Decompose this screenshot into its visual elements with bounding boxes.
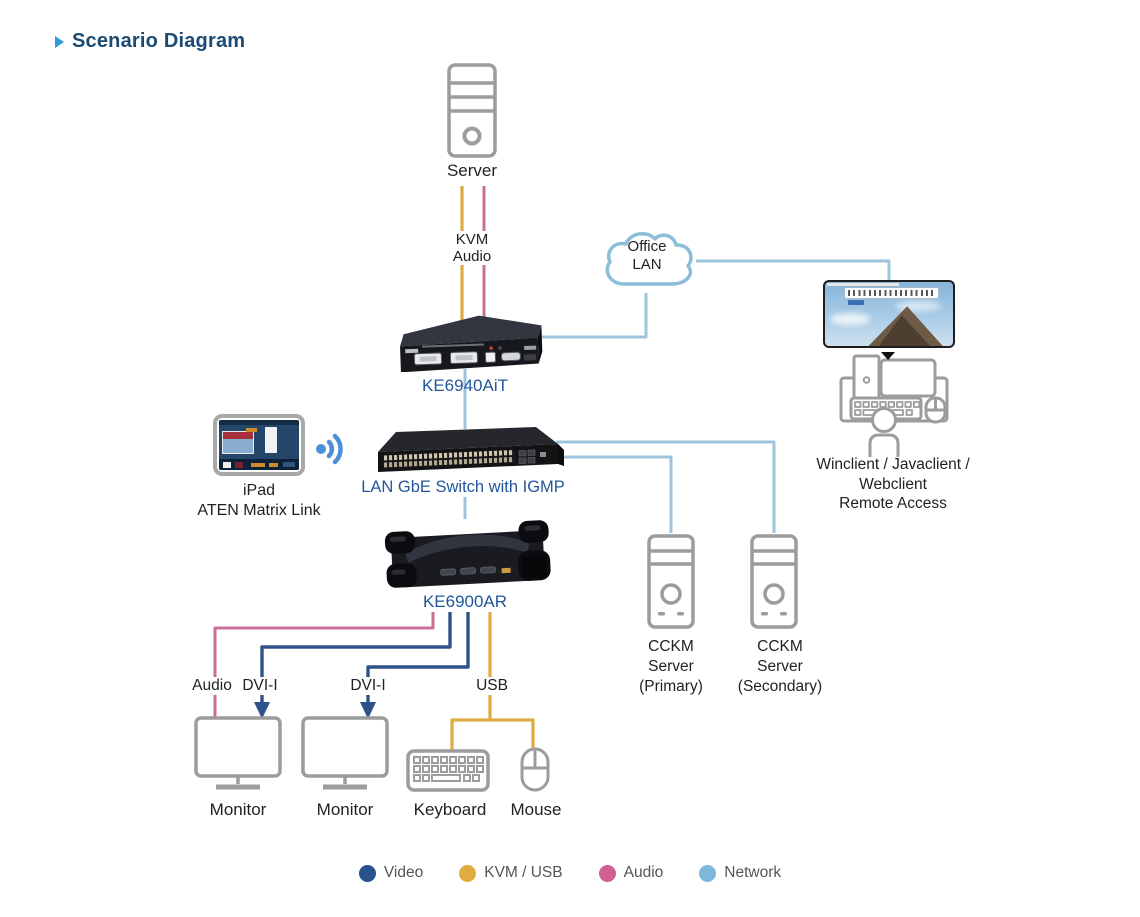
ipad-video-thumbnail [222, 431, 255, 454]
server-icon [447, 63, 497, 158]
legend-item-kvm-usb: KVM / USB [459, 864, 563, 882]
monitor2-icon [301, 716, 389, 790]
legend-item-video: Video [358, 864, 424, 882]
mouse-icon [520, 747, 550, 792]
keyboard-label: Keyboard [413, 800, 487, 819]
toolbar-button [848, 300, 865, 305]
monitor1-label: Monitor [209, 800, 267, 819]
line-cloud-to-remote-screen [696, 259, 891, 280]
thumbnail-titlebar [223, 432, 254, 439]
ke6900ar-device-image [384, 520, 551, 588]
remote-session-screen [823, 280, 955, 348]
legend: Video KVM / USB Audio Network [0, 864, 1140, 882]
cckm-primary-server-icon [647, 534, 695, 629]
usb-label: USB [466, 677, 518, 695]
office-lan-line2: LAN [632, 256, 662, 273]
mouse-label: Mouse [510, 800, 562, 819]
ipad-line2: ATEN Matrix Link [197, 502, 321, 519]
screen-cloud [895, 301, 942, 312]
cckm-secondary-label: CCKM Server (Secondary) [725, 637, 835, 697]
line-switch-to-cckm-secondary [556, 440, 776, 533]
video-legend-dot [358, 864, 376, 882]
network-lines [463, 259, 891, 533]
office-lan-label: Office LAN [604, 238, 690, 274]
office-lan-line1: Office [627, 238, 667, 255]
bottombar-button [269, 463, 278, 467]
audio-cable-label: Audio [452, 248, 492, 265]
cckm-primary-line1: CCKM [648, 638, 694, 655]
line-switch-to-cckm-primary [546, 455, 673, 533]
ipad-label: iPad ATEN Matrix Link [193, 481, 325, 521]
audio-legend-label: Audio [623, 864, 664, 881]
ipad-orange-button [246, 427, 257, 432]
dvi1-arrowhead [254, 702, 270, 719]
dvi2-arrowhead [360, 702, 376, 719]
remote-client-line1: Winclient / Javaclient / [816, 456, 970, 473]
cckm-secondary-line2: Server [757, 658, 803, 675]
network-legend-label: Network [724, 864, 782, 881]
remote-client-workstation-icon [839, 354, 949, 457]
ke6940-label: KE6940AiT [422, 376, 508, 395]
page-title: Scenario Diagram [72, 30, 246, 52]
line-ke6900-audio-monitor1 [213, 612, 435, 719]
cckm-secondary-server-icon [750, 534, 798, 629]
ipad-line1: iPad [242, 482, 276, 499]
remote-toolbar [845, 288, 938, 298]
cckm-secondary-line1: CCKM [757, 638, 803, 655]
legend-item-network: Network [699, 864, 781, 882]
ipad-device-image [213, 414, 305, 476]
ipad-bottombar [219, 459, 299, 470]
dvi2-label: DVI-I [340, 677, 396, 695]
line-ke6900-dvi1 [260, 612, 452, 704]
bottombar-tile [223, 462, 231, 468]
switch-label: LAN GbE Switch with IGMP [350, 478, 576, 497]
kvm-cable-label: KVM [455, 231, 489, 248]
cckm-primary-label: CCKM Server (Primary) [629, 637, 713, 697]
toolbar-icons [848, 290, 935, 296]
remote-client-line2: Webclient [859, 475, 927, 493]
kvm-usb-legend-dot [459, 864, 477, 882]
bottombar-tile [235, 462, 243, 468]
ke6940ait-device-image [400, 315, 543, 372]
line-usb-split-keyboard-mouse [450, 718, 535, 751]
cckm-primary-line2: Server [648, 658, 694, 675]
keyboard-icon [406, 749, 490, 792]
ipad-app-topbar [219, 420, 299, 425]
dvi1-label: DVI-I [232, 677, 288, 695]
kvm-usb-legend-label: KVM / USB [484, 864, 563, 881]
office-lan-cloud-icon [605, 231, 693, 286]
title-bullet-icon [55, 36, 64, 48]
down-arrow-icon [881, 352, 895, 360]
audio-legend-dot [598, 864, 616, 882]
lan-switch-device-image [378, 427, 564, 472]
monitor2-label: Monitor [316, 800, 374, 819]
monitor1-icon [194, 716, 282, 790]
line-cloud-to-ke6940 [542, 293, 648, 339]
bottombar-button [283, 462, 295, 467]
cckm-secondary-line3: (Secondary) [737, 678, 823, 695]
screen-cloud [830, 312, 871, 325]
audio-label: Audio [184, 677, 240, 695]
legend-item-audio: Audio [598, 864, 664, 882]
server-label: Server [446, 161, 498, 180]
remote-client-label: Winclient / Javaclient / Webclient Remot… [793, 455, 993, 514]
bottombar-button [251, 463, 265, 467]
cckm-primary-line3: (Primary) [639, 678, 703, 695]
ipad-dropdown-menu [264, 427, 278, 453]
kvm-audio-cable-label: KVM Audio [441, 231, 503, 265]
remote-client-line3: Remote Access [839, 495, 947, 512]
ke6900-label: KE6900AR [422, 592, 508, 611]
screen-titlebar [827, 283, 899, 286]
ipad-screen [219, 420, 299, 470]
network-legend-dot [699, 864, 717, 882]
wifi-signal-icon [316, 433, 343, 465]
video-legend-label: Video [383, 864, 424, 881]
